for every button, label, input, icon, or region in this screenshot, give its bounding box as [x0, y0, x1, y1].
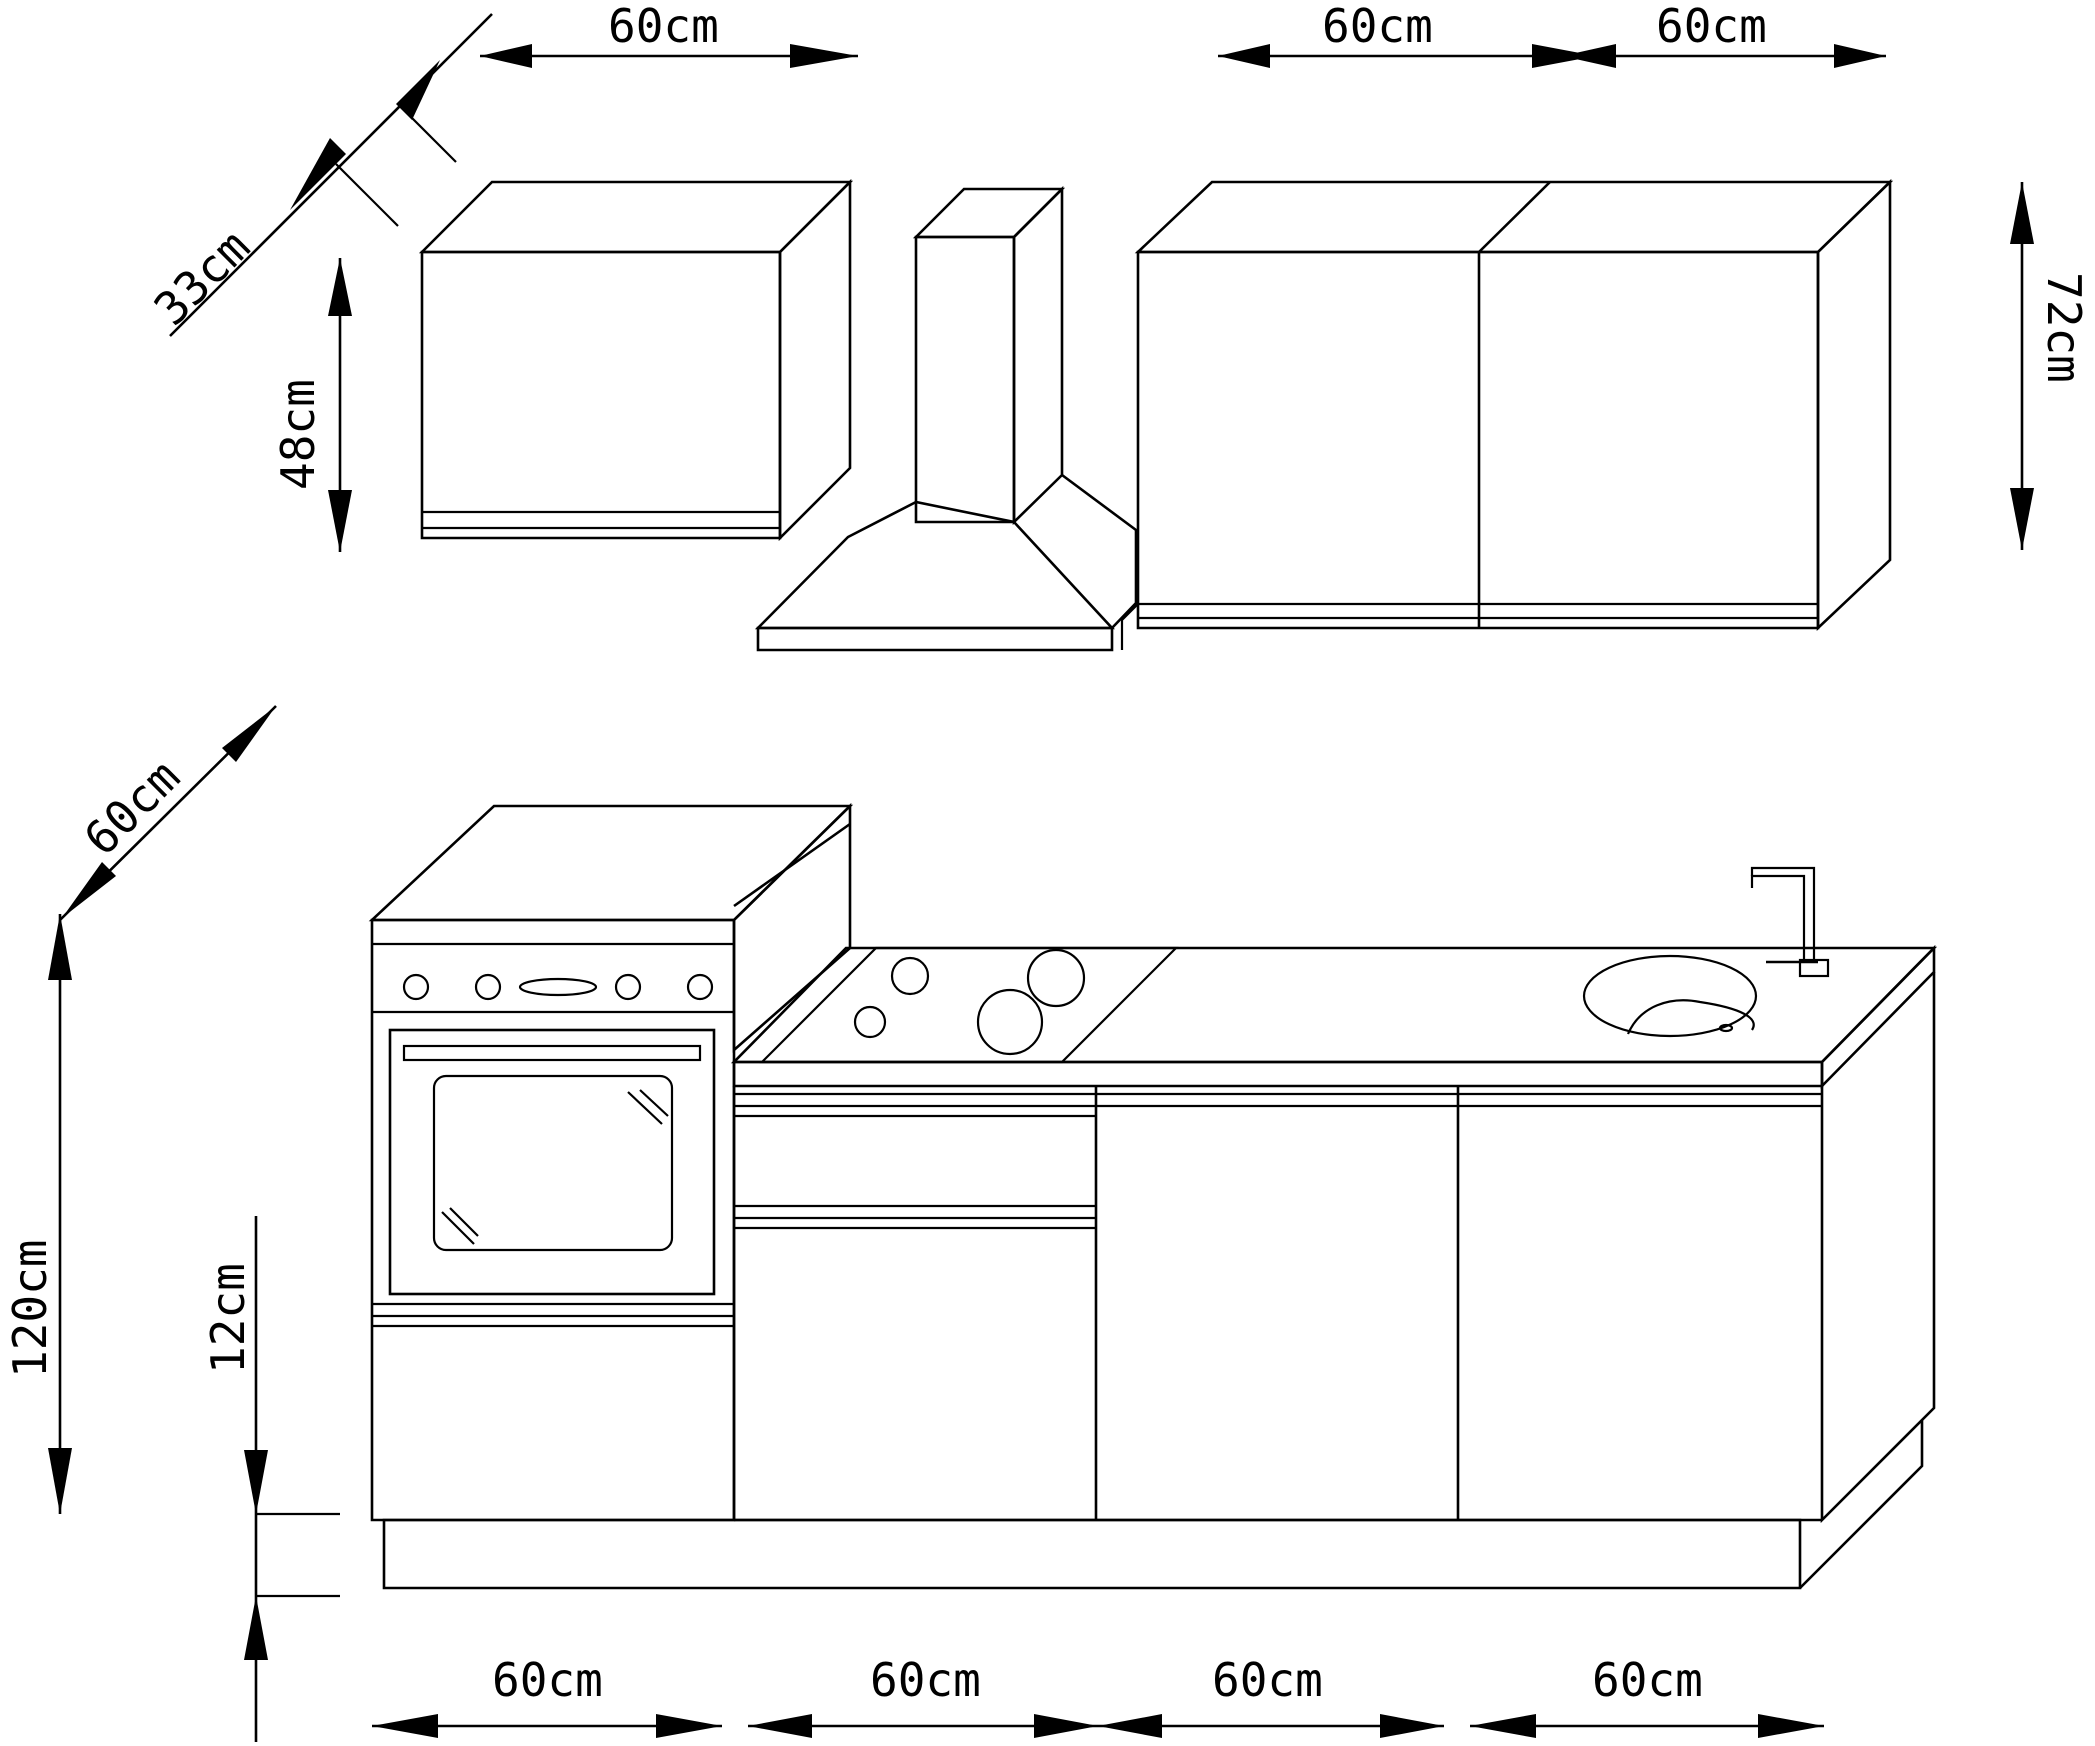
oven-knob-icon	[614, 973, 642, 1001]
oven-knob-icon	[474, 973, 502, 1001]
dim-wall-single-depth: 33cm	[144, 13, 493, 337]
dim-label: 60cm	[1592, 1653, 1703, 1707]
drawer-unit	[734, 1092, 1096, 1230]
display-icon	[518, 977, 598, 997]
dim-label: 12cm	[201, 1263, 255, 1374]
dim-base-width-1: 60cm	[372, 1653, 722, 1738]
glass-reflection-icon	[627, 1091, 663, 1125]
dim-label: 60cm	[1322, 0, 1433, 53]
dim-tall-unit-height: 120cm	[3, 914, 72, 1514]
base-cabinet-run	[730, 866, 1938, 1524]
dim-base-width-4: 60cm	[1470, 1653, 1824, 1738]
oven-door	[388, 1028, 716, 1296]
oven-knob-icon	[686, 973, 714, 1001]
control-panel	[402, 973, 714, 1001]
dim-label: 60cm	[608, 0, 719, 53]
dim-label: 60cm	[1212, 1653, 1323, 1707]
wall-cabinet-double	[1120, 178, 1894, 650]
oven-knob-icon	[402, 973, 430, 1001]
dim-wall-single-height: 48cm	[271, 258, 352, 552]
sink-bowl-icon	[1582, 954, 1758, 1038]
sink	[1582, 866, 1830, 1038]
oven-unit	[368, 802, 854, 1522]
plinth	[382, 1420, 1924, 1590]
faucet-icon	[1750, 866, 1830, 978]
hob	[759, 946, 1179, 1064]
dim-wall-double-height: 72cm	[2010, 182, 2091, 550]
dim-label: 60cm	[492, 1653, 603, 1707]
dim-label: 120cm	[3, 1240, 57, 1378]
dim-wall-double-width-right: 60cm	[1562, 0, 1886, 68]
dim-label: 72cm	[2037, 272, 2091, 383]
glass-reflection-icon	[441, 1211, 475, 1245]
dim-label: 60cm	[870, 1653, 981, 1707]
burner-icon	[853, 1005, 887, 1039]
burner-icon	[1026, 948, 1086, 1008]
dim-wall-double-width-left: 60cm	[1218, 0, 1596, 68]
wall-cabinet-single	[418, 178, 854, 542]
dim-plinth-height: 12cm	[201, 1216, 340, 1742]
chimney-hood	[754, 185, 1138, 652]
dim-label: 33cm	[144, 219, 261, 336]
dim-label: 48cm	[271, 379, 325, 490]
burner-icon	[890, 956, 930, 996]
dim-wall-single-width: 60cm	[480, 0, 858, 68]
dim-base-width-3: 60cm	[1098, 1653, 1444, 1738]
burner-icon	[976, 988, 1044, 1056]
drain-icon	[1718, 1023, 1734, 1033]
dim-label: 60cm	[1656, 0, 1767, 53]
dim-base-width-2: 60cm	[748, 1653, 1098, 1738]
dim-base-depth: 60cm	[59, 705, 277, 921]
